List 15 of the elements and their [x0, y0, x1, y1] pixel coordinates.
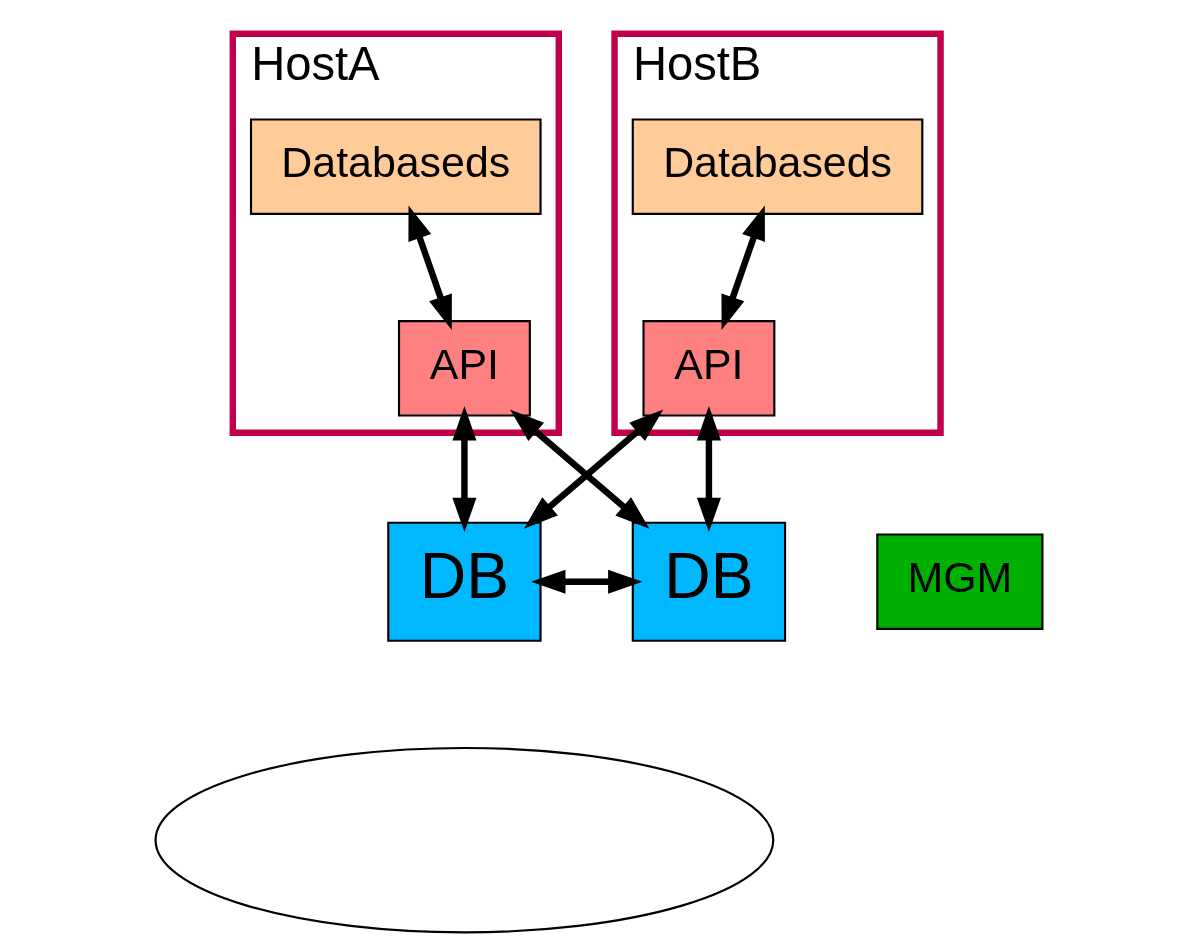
- node-ellipse: [154, 746, 775, 934]
- node-box: MGM: [876, 533, 1044, 630]
- arrow: [510, 409, 650, 529]
- node-box: Databaseds: [631, 118, 924, 215]
- node-box: API: [642, 320, 776, 417]
- arrow: [452, 406, 477, 533]
- node-box: API: [397, 320, 531, 417]
- node-box: DB: [387, 521, 542, 642]
- arrow: [523, 409, 664, 529]
- arrow: [696, 406, 721, 533]
- arrow: [721, 205, 765, 330]
- node-box: DB: [631, 521, 787, 642]
- arrow: [408, 205, 452, 330]
- arrow: [531, 569, 643, 594]
- node-box: Databaseds: [249, 118, 542, 215]
